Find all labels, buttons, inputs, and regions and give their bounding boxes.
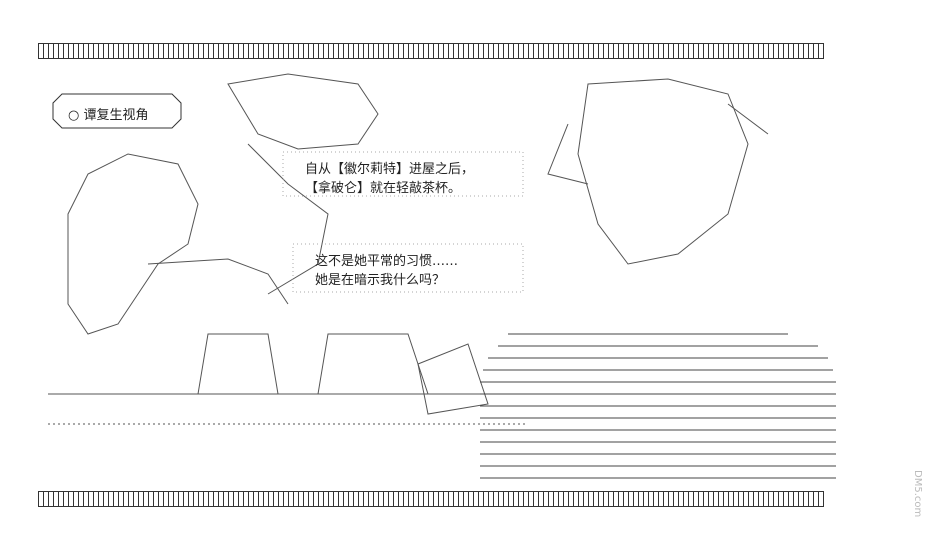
dialog-line: 她是在暗示我什么吗？ [315, 273, 446, 288]
right-figure-hair [547, 103, 769, 185]
film-strip-bottom [38, 491, 824, 507]
dialog-line: 这不是她平常的习惯…… [315, 254, 459, 269]
dialog-frame-1 [282, 151, 524, 197]
center-figure-body [247, 143, 329, 295]
left-figure-outline [67, 153, 199, 335]
vase [417, 343, 489, 415]
center-figure-head [227, 73, 379, 150]
right-figure-head [577, 78, 749, 265]
dialog-line: 自从【徽尔莉特】进屋之后， [305, 162, 475, 177]
caption-label: ○ 谭复生视角 [68, 108, 149, 123]
dialog-block-2: 这不是她平常的习惯…… 她是在暗示我什么吗？ [315, 252, 458, 290]
watermark-text: DM5.com [912, 470, 923, 518]
dialog-block-1: 自从【徽尔莉特】进屋之后， 【拿破仑】就在轻敲茶杯。 [305, 160, 474, 198]
caption-frame [52, 93, 182, 129]
teacup [197, 333, 279, 395]
right-figure-striped-body [480, 333, 836, 479]
ascii-art-scene [48, 73, 836, 479]
film-strip-top [38, 43, 824, 59]
teapot [317, 333, 429, 395]
dialog-frame-2 [292, 243, 524, 293]
left-figure-arm [147, 258, 289, 305]
dialog-line: 【拿破仑】就在轻敲茶杯。 [305, 181, 462, 196]
